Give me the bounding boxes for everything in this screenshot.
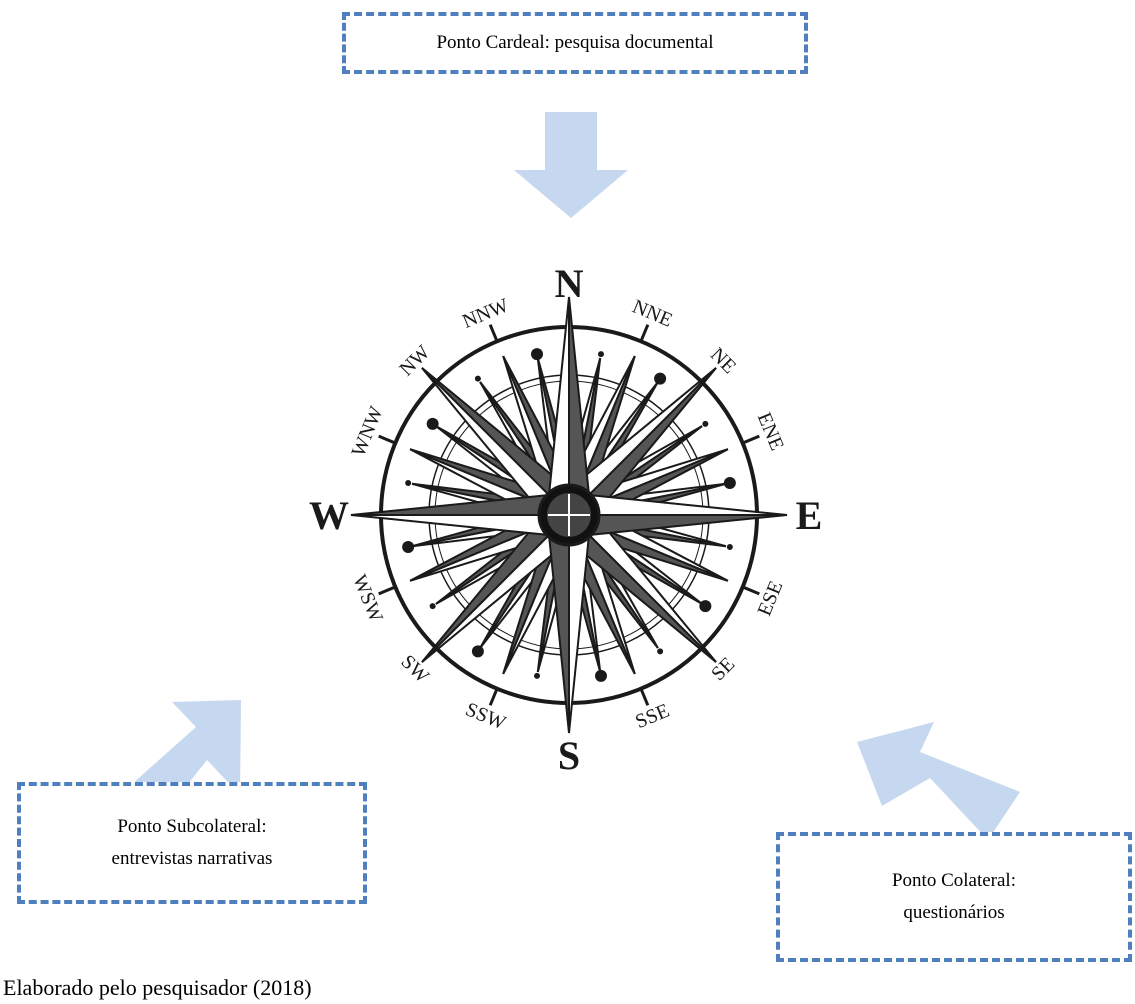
direction-label: WSW <box>348 572 387 626</box>
collateral-point-box: Ponto Colateral: questionários <box>776 832 1132 962</box>
cardinal-label: E <box>796 493 823 538</box>
ring-dot <box>471 645 484 658</box>
subcollateral-point-box: Ponto Subcolateral: entrevistas narrativ… <box>17 782 367 904</box>
ring-dot <box>474 375 481 382</box>
cardinal-label: S <box>558 733 580 778</box>
ring-dot <box>654 372 667 385</box>
ring-dot <box>657 648 664 655</box>
ring-dot <box>699 600 712 613</box>
tick-mark <box>639 324 650 342</box>
direction-label: SSW <box>462 698 509 734</box>
ring-dot <box>597 351 604 358</box>
collateral-point-text: questionários <box>903 902 1005 923</box>
ring-dot <box>702 420 709 427</box>
ring-dot <box>594 669 607 682</box>
tick-mark <box>378 434 396 445</box>
direction-label: NNE <box>629 296 675 332</box>
ring-dot <box>405 480 412 487</box>
arrow-down-icon <box>514 112 628 218</box>
tick-mark <box>639 688 650 706</box>
cardinal-point-text: Ponto Cardeal: pesquisa documental <box>436 32 714 53</box>
direction-label: SSE <box>632 700 672 734</box>
figure-caption: Elaborado pelo pesquisador (2018) <box>3 975 312 1000</box>
direction-label: WNW <box>347 403 387 460</box>
tick-mark <box>488 688 499 706</box>
tick-mark <box>488 324 499 342</box>
direction-label: NNW <box>459 294 512 333</box>
ring-dot <box>723 477 736 490</box>
cardinal-label: N <box>555 261 584 306</box>
ring-dot <box>531 348 544 361</box>
ring-dot <box>402 540 415 553</box>
arrow-up-left-icon <box>857 722 1020 840</box>
tick-mark <box>742 585 760 596</box>
subcollateral-point-text: entrevistas narrativas <box>111 848 273 869</box>
direction-label: ENE <box>753 409 788 453</box>
ring-dot <box>426 417 439 430</box>
tick-mark <box>378 585 396 596</box>
ring-dot <box>726 543 733 550</box>
ring-dot <box>429 603 436 610</box>
subcollateral-point-title: Ponto Subcolateral: <box>117 816 267 837</box>
cardinal-label: W <box>309 493 349 538</box>
collateral-point-title: Ponto Colateral: <box>891 870 1016 891</box>
tick-mark <box>742 434 760 445</box>
direction-label: ESE <box>753 578 787 619</box>
cardinal-point-box: Ponto Cardeal: pesquisa documental <box>342 12 808 74</box>
ring-dot <box>534 672 541 679</box>
